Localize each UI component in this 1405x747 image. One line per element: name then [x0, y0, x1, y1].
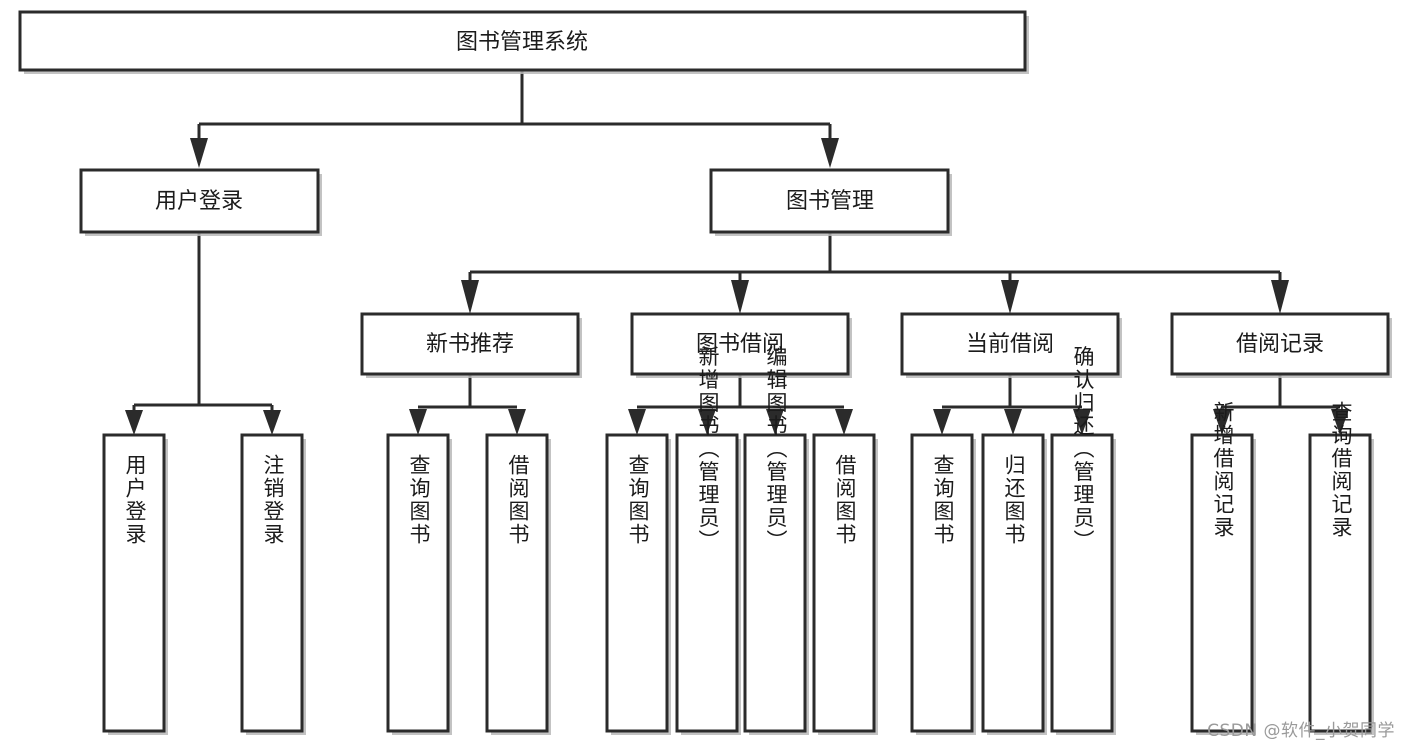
node-current-borrow-label: 当前借阅 — [966, 332, 1054, 357]
leaf-add-record-rect — [1190, 433, 1254, 733]
arrow-head-user-login — [190, 138, 208, 168]
arrow-head-leaf-confirm-return — [1073, 409, 1091, 435]
leaf-borrow-book-1-label: 借阅图书 — [506, 454, 530, 546]
node-book-manage-rect — [709, 168, 950, 234]
connector-group-user-login — [125, 232, 281, 435]
leaf-user-logout-rect — [240, 433, 304, 733]
node-book-borrow-rect — [630, 312, 850, 376]
node-root-label: 图书管理系统 — [456, 30, 588, 55]
leaf-user-login-rect — [102, 433, 166, 733]
leaf-confirm-return-label: 确认归还（管理员） — [1071, 346, 1095, 553]
node-leaf-borrow-book-1[interactable]: 借阅图书 — [485, 433, 551, 735]
leaf-query-book-1-rect — [386, 433, 450, 733]
leaf-query-book-3-label: 查询图书 — [931, 454, 955, 546]
node-leaf-query-book-3[interactable]: 查询图书 — [910, 433, 976, 735]
node-leaf-query-record[interactable]: 查询借阅记录 — [1308, 401, 1374, 735]
leaf-borrow-book-1-rect — [485, 433, 549, 733]
arrow-head-leaf-user-logout — [263, 410, 281, 435]
node-current-borrow[interactable]: 当前借阅 — [900, 312, 1122, 378]
node-borrow-record-label: 借阅记录 — [1236, 332, 1324, 357]
leaf-query-book-2-label: 查询图书 — [626, 454, 650, 546]
arrow-head-book-borrow — [731, 280, 749, 314]
leaf-add-book-rect — [675, 433, 739, 733]
node-leaf-query-book-2[interactable]: 查询图书 — [605, 433, 671, 735]
leaf-edit-book-label: 编辑图书（管理员） — [764, 346, 788, 553]
node-book-manage-label: 图书管理 — [786, 189, 874, 214]
leaf-edit-book-rect — [743, 433, 807, 733]
arrow-head-leaf-borrow-book-2 — [835, 409, 853, 435]
node-leaf-edit-book[interactable]: 编辑图书（管理员） — [743, 346, 809, 736]
node-user-login-rect — [79, 168, 320, 234]
connector-group-current-borrow — [933, 374, 1091, 435]
leaf-confirm-return-rect — [1050, 433, 1114, 733]
node-book-borrow-label: 图书借阅 — [696, 332, 784, 357]
node-leaf-user-login[interactable]: 用户登录 — [102, 433, 168, 735]
arrow-head-new-book-rec — [461, 280, 479, 314]
arrow-head-leaf-query-book-1 — [409, 409, 427, 435]
arrow-head-book-manage — [821, 138, 839, 168]
leaf-query-book-1-label: 查询图书 — [407, 454, 431, 546]
leaf-query-record-rect — [1308, 433, 1372, 733]
node-book-manage[interactable]: 图书管理 — [709, 168, 952, 236]
leaf-user-login-label: 用户登录 — [123, 454, 147, 546]
connector-group-new-book-rec — [409, 374, 526, 435]
leaf-add-book-label: 新增图书（管理员） — [696, 346, 720, 553]
node-borrow-record[interactable]: 借阅记录 — [1170, 312, 1392, 378]
node-borrow-record-rect — [1170, 312, 1390, 376]
leaf-return-book-rect — [981, 433, 1045, 733]
node-book-borrow[interactable]: 图书借阅 — [630, 312, 852, 378]
arrow-head-borrow-record — [1271, 280, 1289, 314]
node-root[interactable]: 图书管理系统 — [18, 10, 1029, 74]
connector-group-root — [190, 70, 839, 168]
node-new-book-rec[interactable]: 新书推荐 — [360, 312, 582, 378]
leaf-borrow-book-2-rect — [812, 433, 876, 733]
connector-group-borrow-record — [1213, 374, 1349, 435]
node-new-book-rec-label: 新书推荐 — [426, 332, 514, 357]
node-leaf-confirm-return[interactable]: 确认归还（管理员） — [1050, 346, 1116, 736]
node-current-borrow-rect — [900, 312, 1120, 376]
node-root-rect — [18, 10, 1027, 72]
arrow-head-leaf-add-book — [698, 409, 716, 435]
node-new-book-rec-rect — [360, 312, 580, 376]
leaf-borrow-book-2-label: 借阅图书 — [833, 454, 857, 546]
node-leaf-query-book-1[interactable]: 查询图书 — [386, 433, 452, 735]
arrow-head-leaf-borrow-book-1 — [508, 409, 526, 435]
node-user-login-label: 用户登录 — [155, 189, 243, 214]
leaf-query-book-3-rect — [910, 433, 974, 733]
leaf-return-book-label: 归还图书 — [1002, 454, 1026, 546]
node-leaf-add-record[interactable]: 新增借阅记录 — [1190, 401, 1256, 735]
arrow-head-leaf-edit-book — [766, 409, 784, 435]
arrow-head-current-borrow — [1001, 280, 1019, 314]
node-leaf-add-book[interactable]: 新增图书（管理员） — [675, 346, 741, 736]
arrow-head-leaf-user-login — [125, 410, 143, 435]
leaf-query-record-label: 查询借阅记录 — [1329, 401, 1353, 539]
node-leaf-borrow-book-2[interactable]: 借阅图书 — [812, 433, 878, 735]
connector-group-book-borrow — [628, 374, 853, 435]
connector-group-book-manage — [461, 232, 1289, 314]
arrow-head-leaf-query-book-2 — [628, 409, 646, 435]
leaf-query-book-2-rect — [605, 433, 669, 733]
node-leaf-return-book[interactable]: 归还图书 — [981, 433, 1047, 735]
leaf-user-logout-label: 注销登录 — [261, 454, 285, 546]
leaf-add-record-label: 新增借阅记录 — [1211, 401, 1235, 539]
arrow-head-leaf-return-book — [1004, 409, 1022, 435]
node-user-login[interactable]: 用户登录 — [79, 168, 322, 236]
arrow-head-leaf-query-book-3 — [933, 409, 951, 435]
arrow-head-leaf-add-record — [1213, 409, 1231, 435]
arrow-head-leaf-query-record — [1331, 409, 1349, 435]
node-leaf-user-logout[interactable]: 注销登录 — [240, 433, 306, 735]
